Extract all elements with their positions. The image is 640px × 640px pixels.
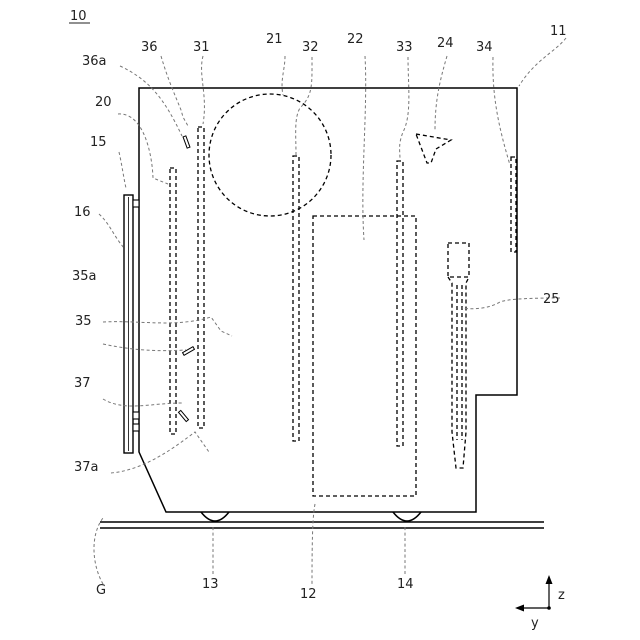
label-36: 36 — [141, 40, 158, 55]
pump-25 — [448, 243, 469, 468]
floor-12 — [100, 522, 544, 528]
label-12: 12 — [300, 587, 317, 602]
axis-z-label: z — [558, 588, 565, 603]
figure-number: 10 — [69, 9, 90, 24]
axis-indicator: z y — [515, 575, 565, 631]
label-20: 20 — [95, 95, 112, 110]
duct-31 — [198, 127, 204, 428]
figure-number-text: 10 — [70, 9, 87, 24]
label-37a: 37a — [74, 460, 99, 475]
label-16: 16 — [74, 205, 91, 220]
label-14: 14 — [397, 577, 414, 592]
reference-labels: 11 12 13 14 15 16 20 21 22 24 25 31 32 3… — [72, 24, 567, 602]
label-15: 15 — [90, 135, 107, 150]
door-16 — [124, 195, 139, 453]
housing-11 — [139, 88, 517, 512]
label-24: 24 — [437, 36, 454, 51]
label-21: 21 — [266, 32, 283, 47]
label-35a: 35a — [72, 269, 97, 284]
duct-33 — [397, 161, 403, 446]
caster-14 — [393, 512, 421, 521]
duct-20 — [170, 168, 176, 434]
label-13: 13 — [202, 577, 219, 592]
sensor-37 — [178, 410, 188, 421]
label-34: 34 — [476, 40, 493, 55]
label-35: 35 — [75, 314, 92, 329]
label-37: 37 — [74, 376, 91, 391]
tank-22 — [313, 216, 416, 496]
label-25: 25 — [543, 292, 560, 307]
label-36a: 36a — [82, 54, 107, 69]
axis-y-label: y — [531, 616, 539, 631]
label-22: 22 — [347, 32, 364, 47]
sensor-35 — [183, 347, 195, 356]
label-33: 33 — [396, 40, 413, 55]
duct-32 — [293, 156, 299, 441]
label-31: 31 — [193, 40, 210, 55]
label-32: 32 — [302, 40, 319, 55]
nozzle-24 — [416, 134, 451, 163]
label-11: 11 — [550, 24, 567, 39]
label-G: G — [96, 583, 106, 598]
duct-34 — [511, 157, 516, 252]
drum-21 — [209, 94, 331, 216]
caster-13 — [201, 512, 229, 521]
leader-lines — [94, 38, 566, 584]
sensor-36 — [183, 136, 190, 148]
